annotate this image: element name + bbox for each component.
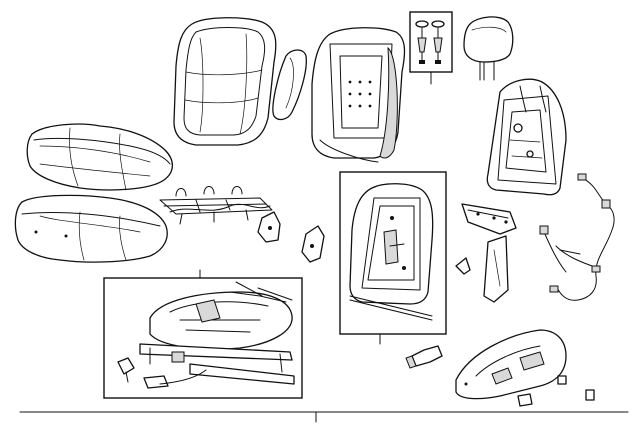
seat-cushion-cover-icon[interactable] <box>26 123 174 191</box>
seat-back-pad-icon[interactable] <box>311 27 406 163</box>
seat-back-cover-icon[interactable] <box>173 17 277 146</box>
hinge-bracket-icon[interactable] <box>455 203 517 303</box>
wiring-harness-icon[interactable] <box>539 173 615 301</box>
cushion-suspension-icon[interactable] <box>159 186 273 225</box>
side-shield-icon[interactable] <box>455 329 567 400</box>
seat-cushion-pad-icon[interactable] <box>14 194 168 263</box>
seat-back-frame-icon[interactable] <box>486 78 567 196</box>
headrest-guides-icon[interactable] <box>409 11 453 85</box>
seat-track-icon[interactable] <box>117 281 295 389</box>
seat-back-frame-inset-icon[interactable] <box>349 183 434 321</box>
headrest-icon[interactable] <box>463 16 514 81</box>
recliner-bracket-icon[interactable] <box>257 211 325 263</box>
switch-knob-icon[interactable] <box>405 345 595 407</box>
side-trim-panel-icon[interactable] <box>272 49 307 121</box>
